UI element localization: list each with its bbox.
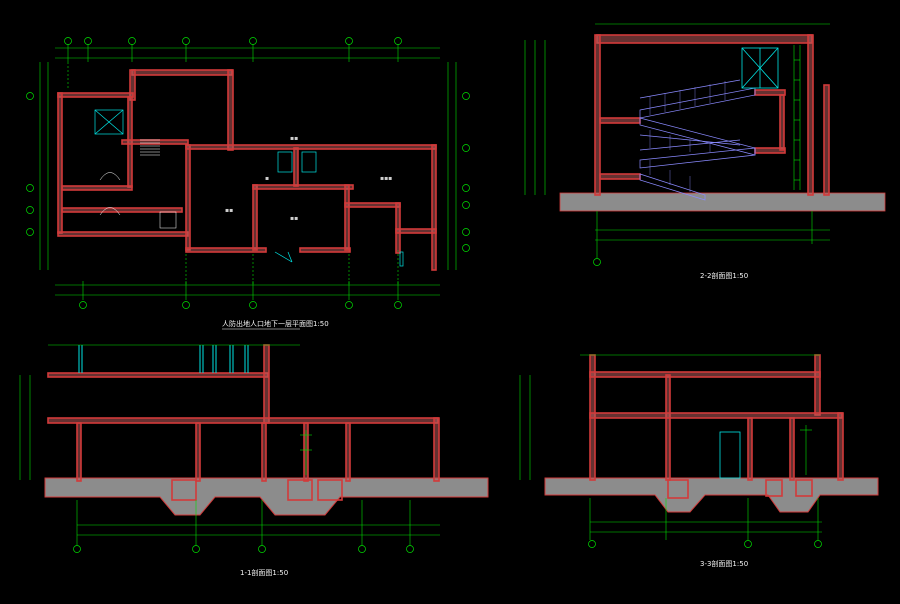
plan-room-label: ▪▪ [290,215,298,222]
section-3-3-ground [544,477,879,513]
section-2-2-walls [594,34,830,196]
plan-room-details [94,109,404,267]
section-3-3-title: 3-3剖面图1:50 [700,559,748,568]
plan-room-label: ▪▪ [225,207,233,214]
section-2-2-window [741,47,779,89]
plan-title: 人防出地人口地下一层平面图1:50 [222,319,329,328]
plan-axis-bubbles [26,37,470,309]
section-1-1-axis-bubbles [73,545,414,553]
section-2-2-stairs [639,79,756,201]
plan-walls [57,69,437,271]
section-2-2-balusters [649,81,726,192]
section-1-1-walls [47,344,440,501]
section-1-1-glass [78,345,249,373]
section-2-2-title: 2-2剖面图1:50 [700,271,748,280]
plan-stair-lines [99,139,177,229]
section-1-1-title: 1-1剖面图1:50 [240,568,288,577]
section-2-2-ground [559,192,886,212]
section-2-2-ladder [793,45,801,190]
plan-room-label: ▪▪ [290,135,298,142]
plan-view: ▪▪ ▪▪▪ ▪▪ ▪▪ ▪ 人防出地人口地下一层平面图1:50 [26,37,470,330]
section-3-3-axis-bubbles [588,540,822,548]
section-3-3-walls [589,354,844,499]
plan-dimension-lines [39,44,457,300]
section-3-3-door [719,431,741,479]
section-2-2-view: 2-2剖面图1:50 [524,23,886,280]
section-3-3-dimensions [519,354,822,540]
section-2-2-dimensions [524,23,830,258]
plan-room-label: ▪ [265,175,269,182]
section-2-2-axis-bubble [593,258,601,266]
section-1-1-view: 1-1剖面图1:50 [19,344,489,577]
section-1-1-dimensions [19,344,440,545]
section-1-1-ground [44,477,489,516]
plan-room-label: ▪▪▪ [380,175,392,182]
section-3-3-view: 3-3剖面图1:50 [519,354,879,568]
